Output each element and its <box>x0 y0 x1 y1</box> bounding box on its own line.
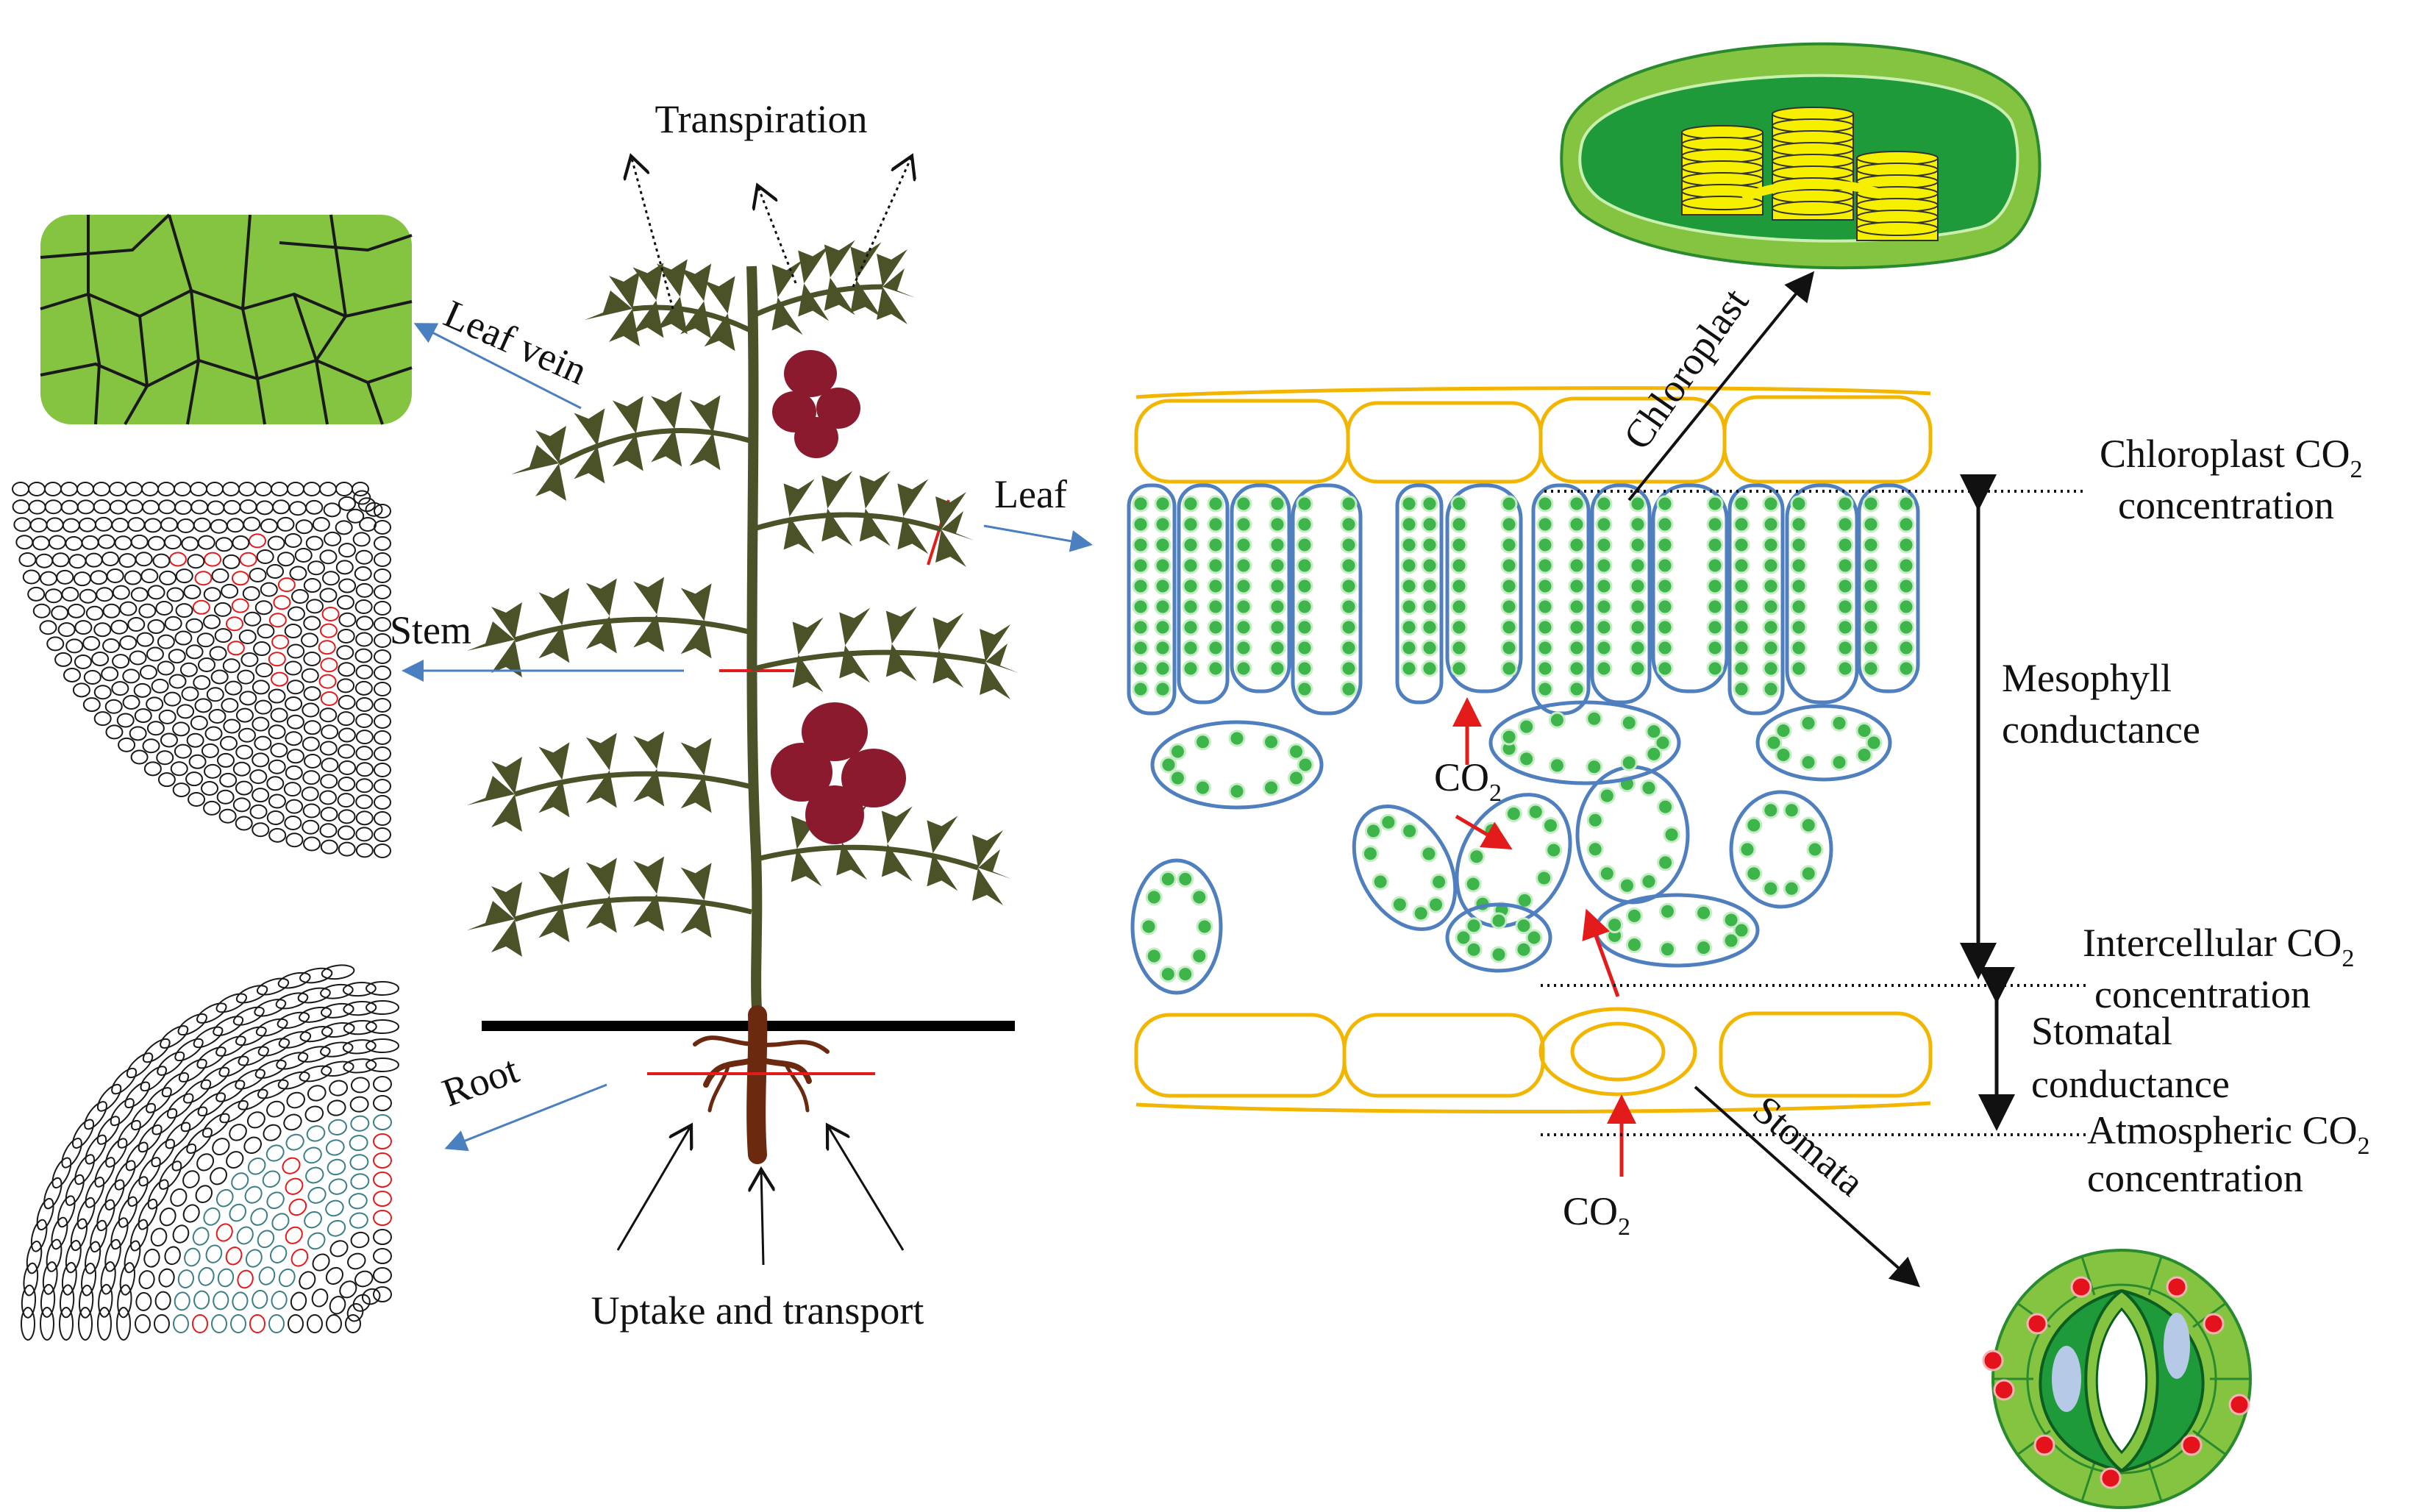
label-co2-inner: CO2 <box>1434 755 1502 807</box>
label-chloroplast-co2-2: concentration <box>2118 483 2334 527</box>
conductance-arrows <box>1960 474 2015 1131</box>
lower-epidermis <box>1134 1007 1933 1114</box>
stomata-illustration <box>1982 1249 2252 1509</box>
main-stem <box>746 265 763 1019</box>
tomato-cluster-upper <box>772 350 860 458</box>
label-atmospheric-co2-2: concentration <box>2087 1156 2303 1200</box>
label-transpiration: Transpiration <box>655 97 867 141</box>
co2-diffusion-arrows <box>1452 697 1636 1177</box>
mesophyll-cells <box>1127 483 1920 995</box>
stomata-nuclei <box>1982 1276 2250 1489</box>
transpiration-arrows <box>631 156 912 310</box>
grana-stacks <box>1681 107 1939 241</box>
label-mesophyll: Mesophyll <box>2002 656 2172 700</box>
label-root: Root <box>437 1047 524 1115</box>
label-leaf: Leaf <box>994 472 1067 516</box>
stomata-pointer-arrow <box>1694 1085 1920 1288</box>
chloroplast-pointer-arrow <box>1627 271 1815 502</box>
tomato-cluster-lower <box>771 702 906 844</box>
label-co2-outer: CO2 <box>1563 1189 1630 1241</box>
label-intercellular-co2: Intercellular CO2 <box>2083 921 2354 972</box>
leaf-vein-panel <box>40 213 413 425</box>
root-cross-section <box>21 964 399 1341</box>
stomatal-pore <box>2095 1307 2148 1455</box>
leaf-vein-arrow <box>413 323 582 410</box>
label-chloroplast-co2: Chloroplast CO2 <box>2100 432 2363 483</box>
label-intercellular-co2-2: concentration <box>2094 972 2311 1016</box>
uptake-arrows <box>616 1125 905 1266</box>
label-leaf-vein: Leaf vein <box>438 291 593 393</box>
label-atmospheric-co2: Atmospheric CO2 <box>2087 1108 2369 1160</box>
leaf-cross-section <box>1127 386 1933 1177</box>
label-stem: Stem <box>390 608 471 652</box>
blue-pointer-arrows <box>402 323 1093 1152</box>
reference-lines <box>1541 490 2087 1136</box>
plant-roots <box>693 1005 830 1164</box>
leaf-arrow <box>983 524 1093 552</box>
label-stomatal: Stomatal <box>2031 1009 2172 1053</box>
plant-branches <box>467 240 1019 957</box>
label-mesophyll-2: conductance <box>2002 707 2200 752</box>
tomato-plant <box>467 156 1019 1266</box>
root-arrow <box>444 1083 607 1152</box>
stem-cross-section <box>12 482 391 858</box>
label-stomatal-2: conductance <box>2031 1062 2230 1106</box>
label-uptake: Uptake and transport <box>591 1288 924 1333</box>
chloroplast-illustration <box>1560 42 2041 270</box>
upper-epidermis <box>1134 386 1933 484</box>
